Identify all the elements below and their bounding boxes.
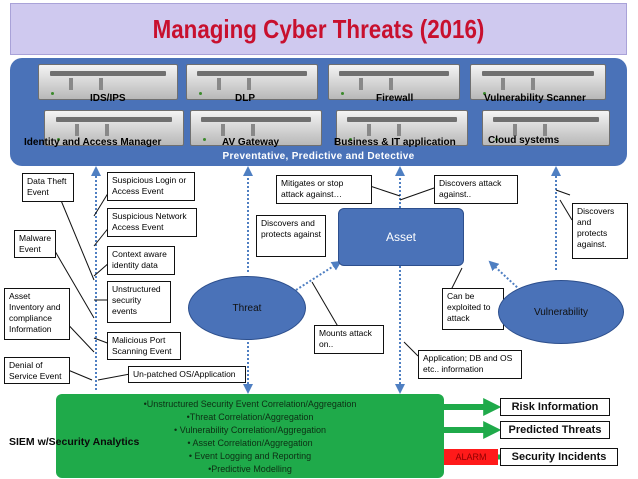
server-icon (336, 110, 468, 146)
threat-node: Threat (188, 276, 306, 340)
siem-item: •Unstructured Security Event Correlation… (143, 399, 357, 409)
siem-item: • Event Logging and Reporting (188, 451, 312, 461)
server-icon (44, 110, 184, 146)
device-label-dlp: DLP (235, 93, 255, 104)
siem-item: • Vulnerability Correlation/Aggregation (174, 425, 326, 435)
device-label-cloud: Cloud systems (488, 135, 560, 146)
page-title: Managing Cyber Threats (2016) (152, 13, 485, 44)
siem-item: • Asset Correlation/Aggregation (187, 438, 313, 448)
title-banner: Managing Cyber Threats (2016) (10, 3, 627, 55)
dotted-arrow-threat-asset (295, 260, 342, 291)
application-info-box: Application; DB and OS etc.. information (418, 350, 522, 379)
discovers-attack-box: Discovers attack against.. (434, 175, 518, 204)
predicted-threats-box: Predicted Threats (500, 421, 610, 439)
discovers-protects-box-left: Discovers and protects against (256, 215, 326, 257)
server-icon (186, 64, 318, 100)
siem-item: •Threat Correlation/Aggregation (186, 412, 314, 422)
siem-item: •Predictive Modelling (208, 464, 292, 474)
siem-panel: •Unstructured Security Event Correlation… (56, 394, 444, 478)
denial-of-service-box: Denial of Service Event (4, 357, 70, 384)
malicious-port-box: Malicious Port Scanning Event (107, 332, 181, 360)
security-incidents-box: Security Incidents (500, 448, 618, 466)
malware-box: Malware Event (14, 230, 56, 258)
device-label-firewall: Firewall (376, 93, 414, 104)
panel-caption: Preventative, Predictive and Detective (222, 151, 415, 162)
mounts-attack-box: Mounts attack on.. (314, 325, 384, 354)
context-aware-box: Context aware identity data (107, 246, 175, 275)
asset-inventory-box: Asset Inventory and compliance Informati… (4, 288, 70, 340)
unpatched-box: Un-patched OS/Application (128, 366, 246, 383)
server-icon (38, 64, 178, 100)
device-label-av-gateway: AV Gateway (222, 137, 280, 148)
device-label-vuln-scanner: Vulnerability Scanner (484, 93, 586, 104)
server-icon (482, 110, 610, 146)
alarm-badge: ALARM (444, 449, 498, 465)
server-icon (190, 110, 322, 146)
siem-label: SIEM w/Security Analytics (9, 436, 140, 448)
can-be-exploited-box: Can be exploited to attack (442, 288, 504, 330)
device-label-iam: Identity and Access Manager (24, 137, 162, 148)
device-label-ids-ips: IDS/IPS (90, 93, 126, 104)
device-label-business-it: Business & IT application (334, 137, 456, 148)
suspicious-login-box: Suspicious Login or Access Event (107, 172, 195, 201)
dotted-arrow-vuln-asset (488, 260, 521, 291)
asset-node: Asset (338, 208, 464, 266)
risk-information-box: Risk Information (500, 398, 610, 416)
unstructured-security-box: Unstructured security events (107, 281, 171, 323)
vulnerability-node: Vulnerability (498, 280, 624, 344)
server-icon (470, 64, 606, 100)
server-icon (328, 64, 460, 100)
security-controls-panel: IDS/IPS DLP Firewall Vulnerability Scann… (10, 58, 627, 166)
discovers-protects-box-right: Discovers and protects against. (572, 203, 628, 259)
mitigates-box: Mitigates or stop attack against… (276, 175, 372, 204)
data-theft-box: Data Theft Event (22, 173, 74, 202)
suspicious-network-box: Suspicious Network Access Event (107, 208, 197, 237)
